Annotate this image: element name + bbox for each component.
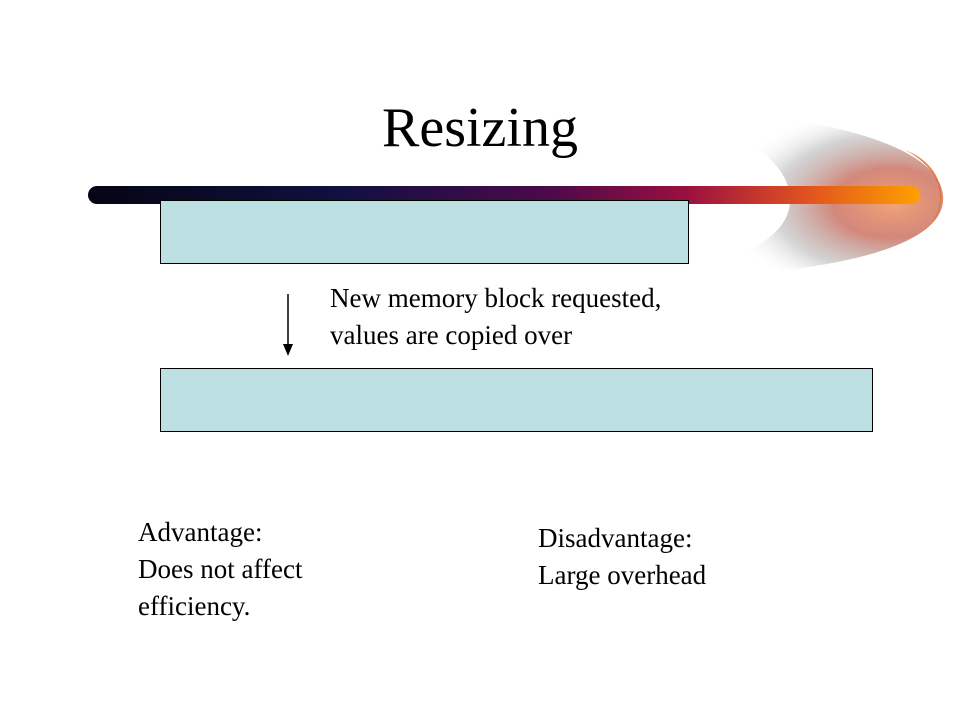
advantage-text: Advantage: Does not affect efficiency. xyxy=(138,514,302,625)
copy-note-line-2: values are copied over xyxy=(330,320,573,350)
slide-title: Resizing xyxy=(382,97,578,159)
advantage-heading: Advantage: xyxy=(138,517,263,547)
copy-note-line-1: New memory block requested, xyxy=(330,283,662,313)
advantage-line-3: efficiency. xyxy=(138,591,251,621)
disadvantage-line-2: Large overhead xyxy=(538,560,707,590)
new-memory-block xyxy=(160,368,873,432)
copy-note: New memory block requested, values are c… xyxy=(330,280,661,354)
disadvantage-text: Disadvantage: Large overhead xyxy=(538,520,706,594)
down-arrow-icon xyxy=(283,294,293,356)
advantage-line-2: Does not affect xyxy=(138,554,303,584)
disadvantage-heading: Disadvantage: xyxy=(538,523,693,553)
old-memory-block xyxy=(160,200,689,264)
